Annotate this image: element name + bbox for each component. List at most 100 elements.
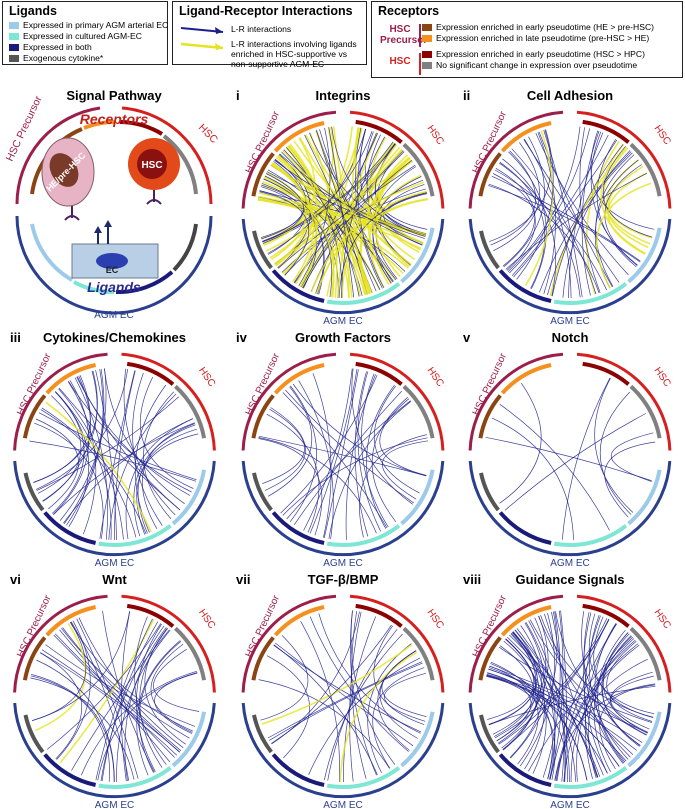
interaction-link [509, 128, 591, 274]
interaction-link [561, 377, 611, 540]
interaction-link [554, 683, 656, 781]
interaction-link [584, 623, 617, 780]
receptor-segment [251, 636, 275, 681]
interaction-link [595, 154, 635, 287]
interaction-link [289, 385, 317, 523]
ligand-segment [400, 227, 435, 284]
interaction-link [53, 422, 195, 515]
interaction-link [150, 643, 193, 733]
interaction-link [486, 674, 620, 767]
legend-label: Expressed in both [23, 42, 92, 52]
ligand-segment [553, 282, 628, 305]
interaction-link [499, 646, 652, 723]
interaction-link [350, 610, 396, 765]
interaction-link [293, 390, 402, 525]
interaction-link [487, 672, 532, 742]
receptor-segment [355, 603, 403, 628]
interaction-link [528, 620, 566, 782]
enriched-interaction-link [270, 164, 426, 238]
receptor-segment [45, 605, 97, 637]
interaction-link [308, 657, 421, 775]
legend-label: Expression enriched in early pseudotime … [436, 22, 655, 32]
enriched-interaction-link [277, 154, 427, 236]
interaction-link [323, 369, 359, 538]
interaction-link [56, 620, 91, 760]
interaction-link [487, 672, 568, 783]
interaction-link [136, 623, 162, 772]
ligand-head [104, 220, 112, 227]
interaction-link [262, 173, 304, 242]
interaction-link [588, 613, 655, 715]
ligand-segment [271, 269, 325, 303]
interaction-link [300, 621, 340, 782]
agm-ec-label: AGM EC [323, 316, 362, 324]
enriched-interaction-link [277, 126, 353, 270]
interaction-link [602, 635, 640, 747]
ligand-segment [400, 469, 435, 526]
interaction-link [262, 408, 305, 484]
interaction-link [78, 617, 184, 748]
legend-swatch [9, 44, 19, 51]
interaction-link [258, 679, 390, 769]
receptor-segment [629, 384, 662, 439]
interaction-link [490, 663, 588, 781]
interaction-link [509, 634, 634, 755]
hsc-label: HSC [425, 123, 446, 147]
interaction-link [37, 370, 98, 494]
interaction-link [489, 665, 648, 734]
agm-arc [241, 460, 445, 557]
interaction-link [327, 628, 398, 781]
interaction-link [108, 393, 177, 540]
agm-arc [468, 460, 672, 557]
panel-number: i [236, 88, 240, 103]
interaction-links [486, 610, 656, 783]
interaction-link [576, 638, 635, 782]
panel-title: Wnt [102, 572, 127, 587]
interaction-link [328, 127, 355, 298]
interaction-link [537, 132, 556, 295]
receptor-segment [582, 603, 630, 628]
interaction-link [80, 670, 198, 776]
interaction-link [68, 381, 192, 493]
receptor-segment [500, 121, 552, 153]
interaction-link [55, 391, 89, 527]
interaction-link [74, 377, 109, 540]
receptor-segment [119, 120, 164, 136]
interaction-link [502, 638, 538, 751]
interaction-link [492, 617, 547, 735]
interaction-link [298, 127, 331, 286]
legend-label: Expression enriched in early pseudotime … [436, 49, 645, 59]
interaction-link [281, 151, 360, 297]
receptor-segment [22, 636, 47, 681]
interaction-link [570, 644, 640, 783]
interaction-link [271, 624, 392, 744]
ligand-segment [479, 714, 500, 754]
interaction-link [67, 381, 97, 535]
interaction-link [357, 371, 381, 532]
hsc-label: HSC [196, 365, 217, 389]
enriched-interaction-link [261, 643, 413, 726]
interaction-link [549, 610, 564, 780]
panel-title: Cytokines/Chemokines [43, 330, 186, 345]
interaction-link [312, 373, 332, 538]
enriched-interaction-link [274, 181, 424, 265]
ligand-segment [23, 714, 45, 754]
ligand-segment [23, 472, 45, 512]
ligand-segment [252, 230, 273, 270]
receptor-segment [251, 394, 275, 439]
interaction-link [551, 144, 624, 297]
interaction-link [502, 619, 610, 750]
interaction-link [309, 369, 358, 534]
interaction-link [62, 627, 182, 751]
hsc-nucleus [137, 149, 167, 179]
interaction-link [511, 134, 609, 276]
interaction-link [488, 183, 600, 294]
interaction-link [489, 129, 552, 242]
interaction-link [304, 134, 377, 292]
interaction-link [282, 437, 428, 516]
ec-nucleus [96, 253, 128, 269]
interaction-link [535, 132, 629, 276]
